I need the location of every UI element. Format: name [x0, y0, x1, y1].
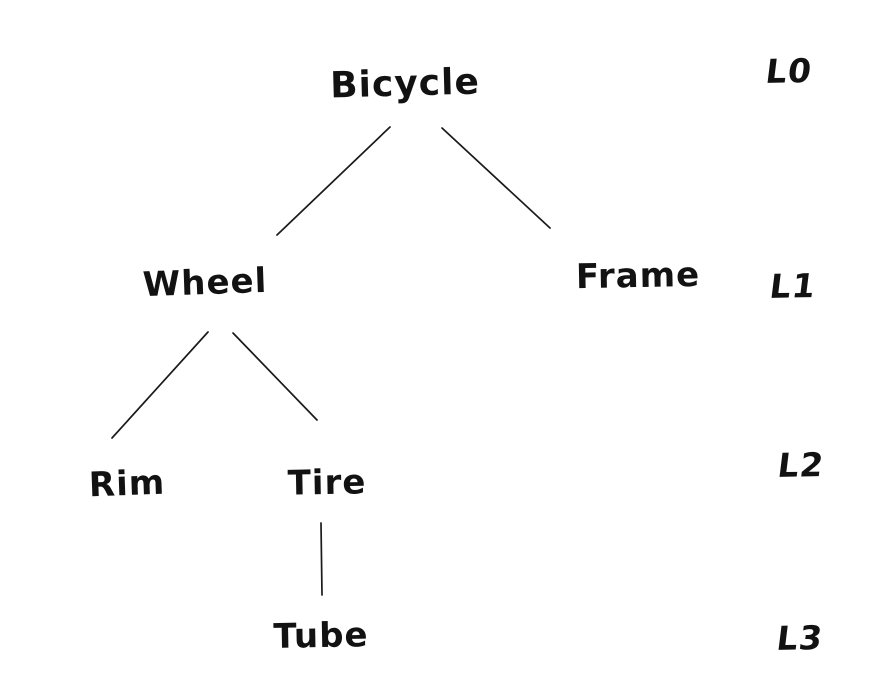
node-bicycle: Bicycle [329, 61, 481, 107]
node-frame: Frame [575, 254, 701, 298]
edge-bicycle-frame [441, 127, 551, 229]
node-tire: Tire [287, 462, 367, 504]
level-label-l3: L3 [774, 618, 826, 658]
edge-wheel-rim [111, 331, 209, 439]
level-label-l1: L1 [767, 266, 819, 306]
edge-tire-tube [320, 522, 323, 596]
level-label-l2: L2 [775, 445, 827, 485]
edge-bicycle-wheel [276, 126, 391, 236]
node-wheel: Wheel [142, 260, 268, 306]
node-rim: Rim [88, 462, 166, 506]
edge-wheel-tire [232, 332, 318, 421]
node-tube: Tube [273, 615, 369, 657]
level-label-l0: L0 [763, 51, 815, 91]
